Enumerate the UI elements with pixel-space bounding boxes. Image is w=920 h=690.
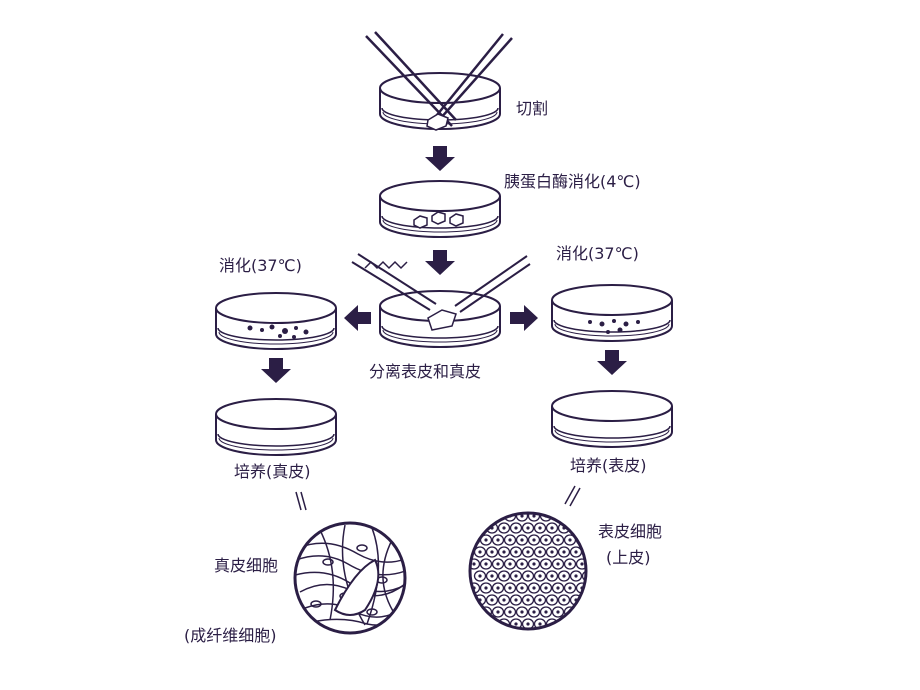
arrow-left (344, 305, 371, 331)
dish-culture-epidermis (551, 390, 673, 448)
tissue-piece (426, 113, 449, 131)
dish-digest-left (215, 292, 337, 350)
label-epithelium: (上皮) (606, 548, 651, 567)
arrow-down-left (261, 358, 291, 383)
dermis-cells-circle (293, 521, 407, 635)
arrow-right (510, 305, 538, 331)
arrow-down-right (597, 350, 627, 375)
forceps-icon (351, 253, 531, 313)
label-culture-dermis: 培养(真皮) (234, 462, 311, 481)
label-digest-left: 消化(37℃) (219, 256, 302, 275)
label-culture-epidermis: 培养(表皮) (570, 456, 647, 475)
label-digest-right: 消化(37℃) (556, 244, 639, 263)
dish-cutting (365, 31, 513, 131)
label-dermis-cells: 真皮细胞 (214, 556, 279, 575)
equals-mark-left (295, 491, 307, 511)
label-cut: 切割 (516, 99, 549, 118)
label-epidermis-cells: 表皮细胞 (598, 522, 663, 541)
label-separate: 分离表皮和真皮 (369, 362, 482, 381)
arrow-down-1 (425, 146, 455, 171)
dish-digest-right (551, 284, 673, 342)
epidermis-cells-circle (468, 511, 588, 631)
label-trypsin: 胰蛋白酶消化(4℃) (504, 172, 641, 191)
scissors-icon (365, 31, 513, 129)
arrow-down-2 (425, 250, 455, 275)
equals-mark-right (564, 485, 581, 507)
label-fibroblasts: (成纤维细胞) (184, 626, 277, 645)
dish-trypsin (379, 180, 501, 238)
dish-culture-dermis (215, 398, 337, 456)
dish-separate (351, 253, 531, 348)
